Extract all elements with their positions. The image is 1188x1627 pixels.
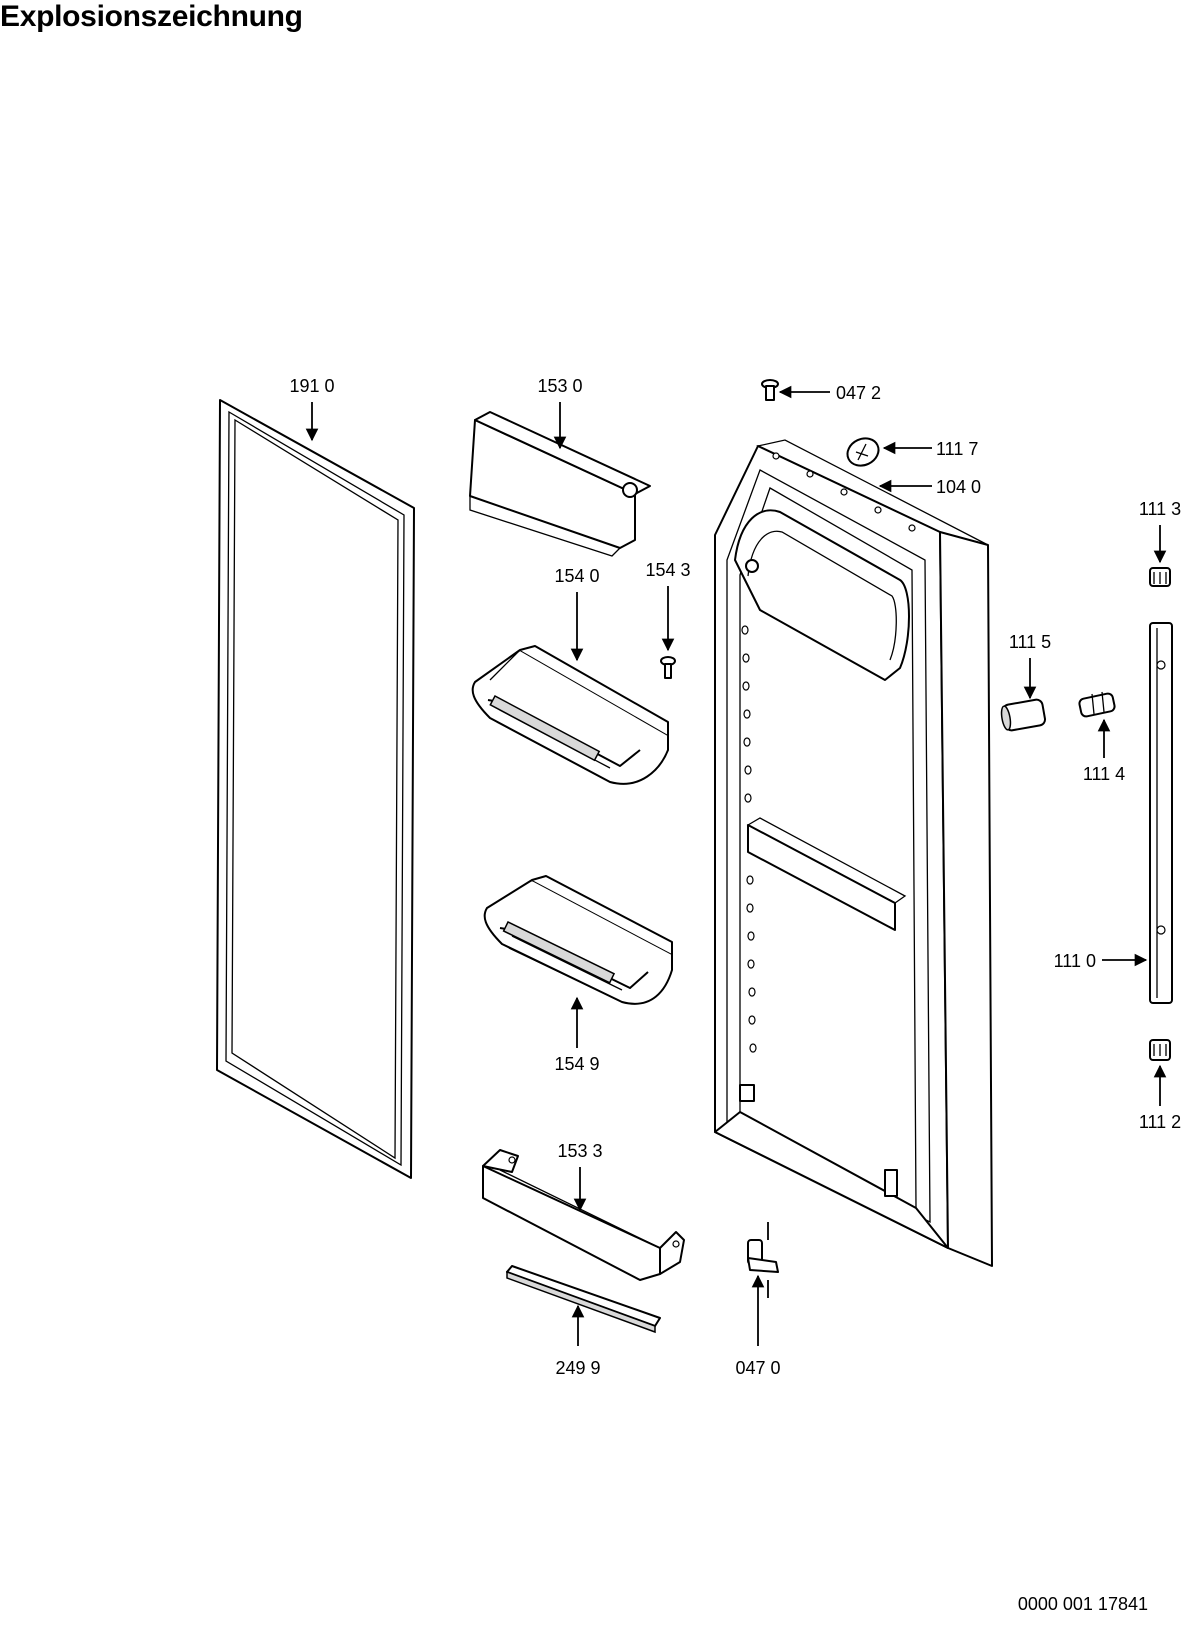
screw-154-3	[660, 656, 676, 679]
document-number: 0000 001 17841	[1017, 1594, 1148, 1614]
label-047-0: 047 0	[735, 1358, 780, 1378]
top-cover-shelf	[469, 411, 651, 557]
lower-door-bin	[483, 875, 673, 1005]
label-111-0: 111 0	[1054, 951, 1096, 971]
label-111-4: 111 4	[1083, 764, 1125, 784]
page-title: Explosionszeichnung	[0, 0, 303, 33]
door-gasket	[216, 399, 415, 1179]
door-handle-bar	[1149, 622, 1173, 1004]
label-191-0: 191 0	[289, 376, 334, 396]
roller-111-5	[1000, 698, 1047, 732]
label-111-3: 111 3	[1139, 499, 1181, 519]
trim-strip	[506, 1265, 661, 1334]
label-104-0: 104 0	[936, 477, 981, 497]
bottom-shelf	[482, 1149, 685, 1281]
label-154-0: 154 0	[554, 566, 599, 586]
label-153-3: 153 3	[557, 1141, 602, 1161]
upper-door-bin	[471, 645, 669, 785]
hinge-cover-111-7	[846, 437, 880, 467]
handle-cap-upper	[1149, 567, 1171, 587]
label-047-2: 047 2	[836, 383, 881, 403]
screw-047-2	[761, 379, 779, 401]
handle-cap-lower	[1149, 1039, 1171, 1061]
label-111-2: 111 2	[1139, 1112, 1181, 1132]
label-154-3: 154 3	[645, 560, 690, 580]
label-111-7: 111 7	[936, 439, 978, 459]
hinge-pin-047-0	[747, 1222, 779, 1273]
label-249-9: 249 9	[555, 1358, 600, 1378]
roller-111-4	[1078, 691, 1116, 718]
door-body	[714, 439, 993, 1267]
label-111-5: 111 5	[1009, 632, 1051, 652]
label-154-9: 154 9	[554, 1054, 599, 1074]
label-153-0: 153 0	[537, 376, 582, 396]
